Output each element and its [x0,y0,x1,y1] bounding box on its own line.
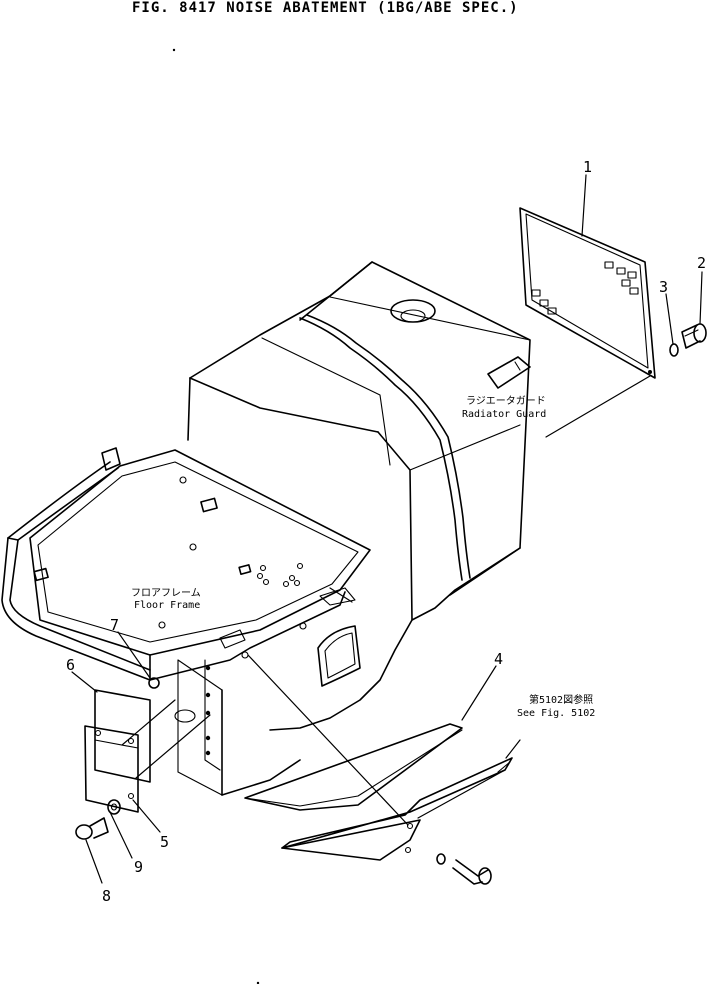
part-number-6: 6 [66,656,75,674]
machine-body [174,261,531,796]
see-fig-label-jp: 第5102図参照 [529,693,593,706]
figure-title: FIG. 8417 NOISE ABATEMENT (1BG/ABE SPEC.… [132,0,519,16]
part-number-4: 4 [494,650,503,668]
see-fig-label-en: See Fig. 5102 [517,708,595,719]
part-number-3: 3 [659,278,668,296]
radiator-guard-label-en: Radiator Guard [462,409,546,420]
part-number-5: 5 [160,833,169,851]
part-number-7: 7 [110,616,119,634]
floor-frame [1,447,371,681]
leader-lines [71,174,703,884]
skirt-plates [244,723,513,861]
part-number-8: 8 [102,887,111,905]
bolt-washer-top [669,323,707,357]
floor-frame-label-en: Floor Frame [134,600,200,611]
bolt-washer-lower [436,853,492,885]
cover-plates [84,689,151,813]
part-number-9: 9 [134,858,143,876]
part-number-2: 2 [697,254,706,272]
small-hardware [75,677,160,840]
part-number-1: 1 [583,158,592,176]
speck [256,981,260,984]
speck [172,48,176,52]
floor-frame-label-jp: フロアフレーム [131,587,201,599]
radiator-guard-label-jp: ラジエータガード [466,395,546,407]
radiator-guard-panel [519,207,656,379]
